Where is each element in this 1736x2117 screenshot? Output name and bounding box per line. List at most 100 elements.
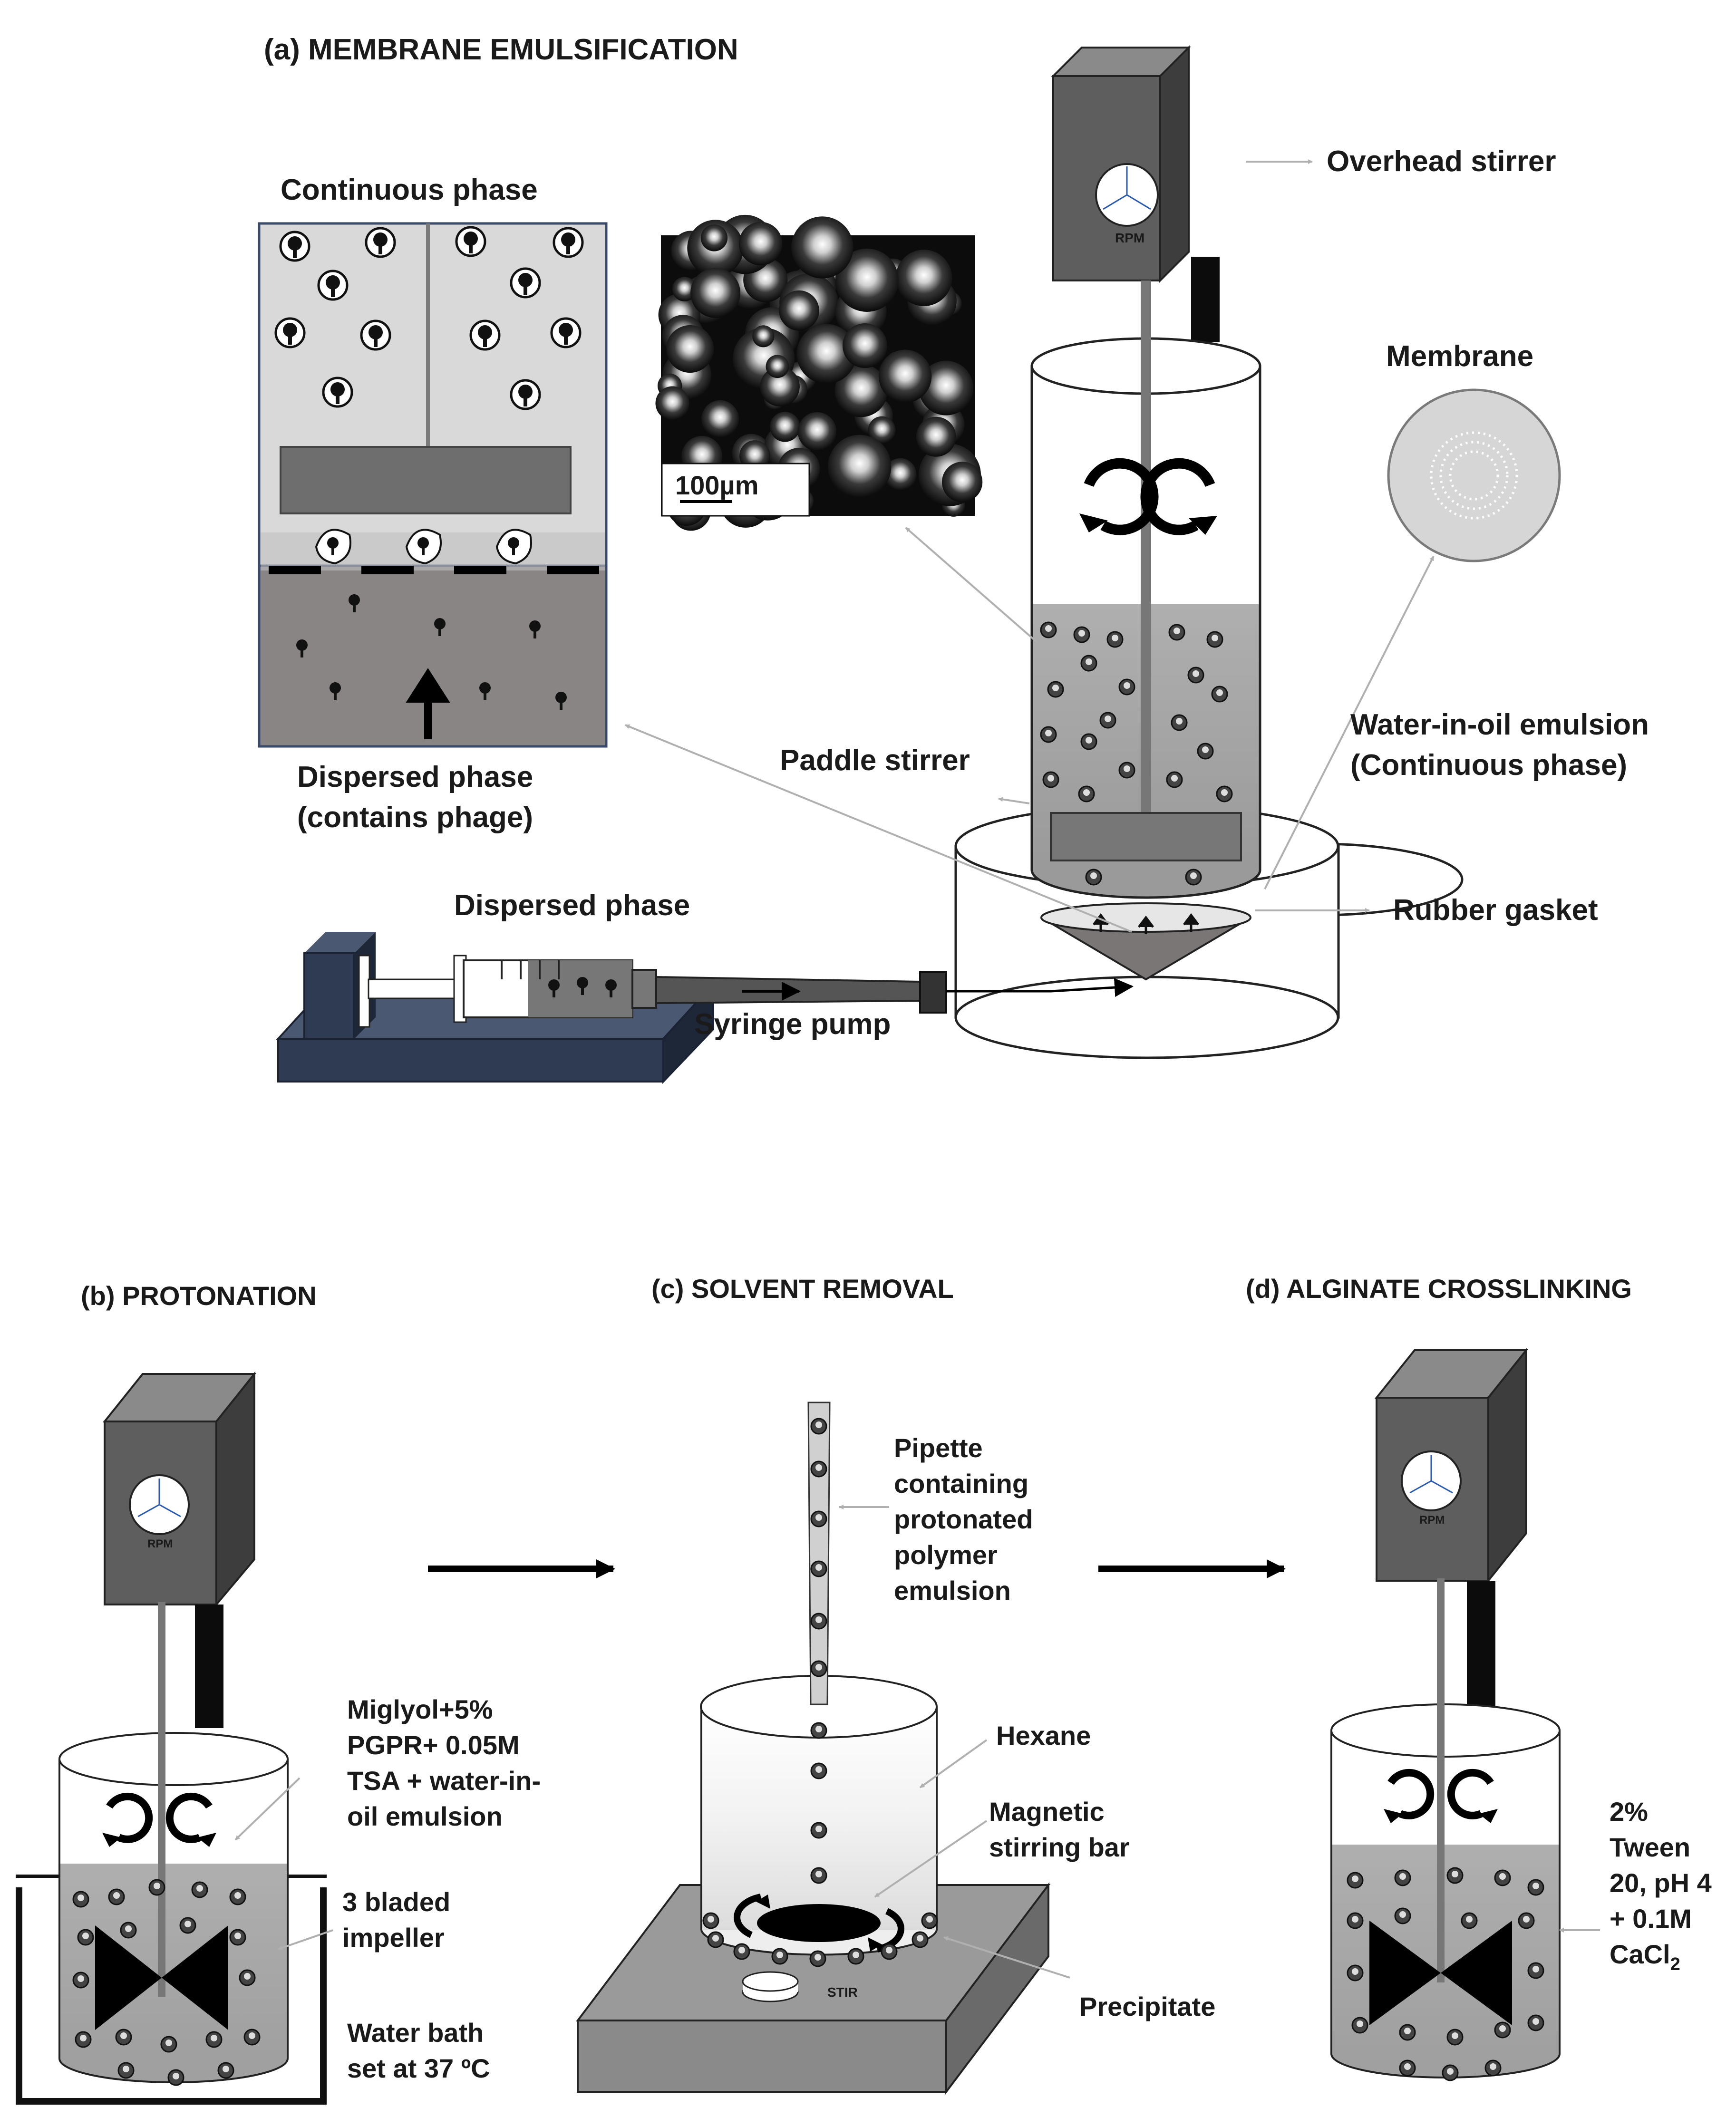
rpm-label: RPM [1115, 231, 1144, 245]
droplet [75, 2031, 92, 2048]
syringe-pump-label: Syringe pump [694, 1008, 891, 1041]
droplet [239, 1969, 256, 1986]
hexane-label: Hexane [996, 1721, 1091, 1750]
droplet [191, 1881, 208, 1898]
droplet [77, 1929, 94, 1946]
droplet [1446, 1867, 1464, 1884]
beaker-b [58, 1602, 289, 2086]
paddle-stirrer-label: Paddle stirrer [780, 744, 970, 777]
droplet [1206, 631, 1223, 648]
micrograph-bubble [878, 349, 932, 403]
micrograph-bubble [884, 458, 917, 491]
stirrer-d: RPM [1374, 1347, 1529, 1719]
pipette-line-1: Pipette [894, 1433, 983, 1463]
droplet [1527, 1879, 1544, 1896]
micrograph-bubble [766, 355, 789, 378]
droplet [1211, 686, 1228, 703]
droplet [1166, 771, 1183, 788]
droplet [1446, 2029, 1464, 2046]
dispersed-phase-label-2: (contains phage) [297, 801, 533, 834]
micrograph-bubble [941, 462, 983, 503]
medium-d-line-5: CaCl2 [1610, 1939, 1680, 1974]
micrograph-bubble [868, 416, 896, 444]
micrograph: 100µm [655, 214, 983, 531]
droplet [167, 2069, 184, 2086]
droplet [1494, 2021, 1511, 2039]
precipitate-droplet [707, 1931, 724, 1948]
precipitate-droplet [847, 1948, 864, 1965]
micrograph-bubble [701, 400, 739, 438]
droplet [217, 2062, 234, 2079]
droplet [120, 1922, 137, 1939]
micrograph-bubble [752, 325, 775, 348]
pipette [807, 1402, 831, 1884]
droplet [1216, 785, 1233, 802]
droplet [1042, 771, 1059, 788]
panel-d-title: (d) ALGINATE CROSSLINKING [1246, 1274, 1632, 1304]
magnified-phase-box: Continuous phase [258, 174, 608, 834]
precipitate-droplet [881, 1943, 898, 1960]
impeller-line-2: impeller [342, 1923, 445, 1953]
droplet [1527, 2014, 1544, 2031]
micrograph-bubble [791, 216, 853, 279]
precipitate-label: Precipitate [1079, 1991, 1215, 2021]
droplet [1394, 1869, 1411, 1886]
droplet [1484, 2059, 1502, 2077]
micrograph-bubble [835, 248, 899, 312]
droplet [1185, 869, 1202, 886]
droplet [205, 2031, 223, 2048]
emulsification-vessel [954, 280, 1464, 1059]
pipette-line-2: containing [894, 1469, 1028, 1498]
stir-bar-line-1: Magnetic [989, 1797, 1105, 1827]
leader-lines-c [839, 1505, 1070, 1979]
emulsion-label-1: Water-in-oil emulsion [1350, 708, 1649, 741]
droplet [1394, 1907, 1411, 1924]
droplet [1518, 1912, 1535, 1929]
panel-a-title: (a) MEMBRANE EMULSIFICATION [264, 33, 738, 66]
stir-button-label: STIR [827, 1985, 858, 2000]
droplet [1527, 1962, 1544, 1979]
medium-d-line-3: 20, pH 4 [1610, 1868, 1712, 1898]
micrograph-bubble [779, 290, 819, 331]
panel-b: (b) PROTONATION RPM [14, 1281, 541, 2105]
precipitate-droplet [702, 1912, 719, 1929]
pipette-line-5: emulsion [894, 1576, 1011, 1605]
micrograph-bubble [834, 364, 888, 417]
micrograph-bubble [738, 222, 783, 266]
panel-a: (a) MEMBRANE EMULSIFICATION Continuous p… [258, 33, 1649, 1084]
emulsion-label-2: (Continuous phase) [1350, 749, 1627, 782]
micrograph-bubble [700, 224, 728, 251]
precipitate-droplet [912, 1931, 929, 1948]
beaker-d [1330, 1578, 1561, 2081]
pipette-line-4: polymer [894, 1540, 998, 1570]
stirrer-b: RPM [102, 1371, 257, 1728]
droplet [229, 1888, 246, 1905]
micrograph-bubble [760, 367, 800, 406]
dispersed-phase-label-1: Dispersed phase [297, 761, 533, 793]
micrograph-bubble [796, 324, 857, 384]
bath-line-1: Water bath [347, 2018, 484, 2048]
stir-button[interactable] [742, 1971, 799, 1992]
leader-lines-a [625, 527, 1435, 933]
droplet [1442, 2064, 1459, 2081]
droplet [1171, 714, 1188, 731]
micrograph-bubble [895, 250, 952, 306]
droplet [1351, 2017, 1368, 2034]
membrane-label: Membrane [1386, 340, 1533, 373]
medium-b-line-2: PGPR+ 0.05M [347, 1730, 520, 1760]
precipitate-droplet [771, 1948, 788, 1965]
medium-d-line-4: + 0.1M [1610, 1904, 1692, 1933]
panel-c: (c) SOLVENT REMOVAL STIR [575, 1274, 1215, 2095]
syringe-pump: Syringe pump Dispersed phase [276, 889, 1134, 1084]
droplet [243, 2029, 261, 2046]
droplet [1073, 626, 1090, 643]
micrograph-bubble [916, 416, 956, 457]
micrograph-bubble [770, 412, 800, 442]
medium-b-line-3: TSA + water-in- [347, 1766, 541, 1796]
precipitate-droplet [809, 1950, 826, 1967]
droplet [1494, 1869, 1511, 1886]
droplet [1399, 2024, 1416, 2041]
rpm-label-d: RPM [1419, 1514, 1445, 1527]
micrograph-bubble [655, 386, 689, 420]
medium-d-line-2: Tween [1610, 1832, 1690, 1862]
